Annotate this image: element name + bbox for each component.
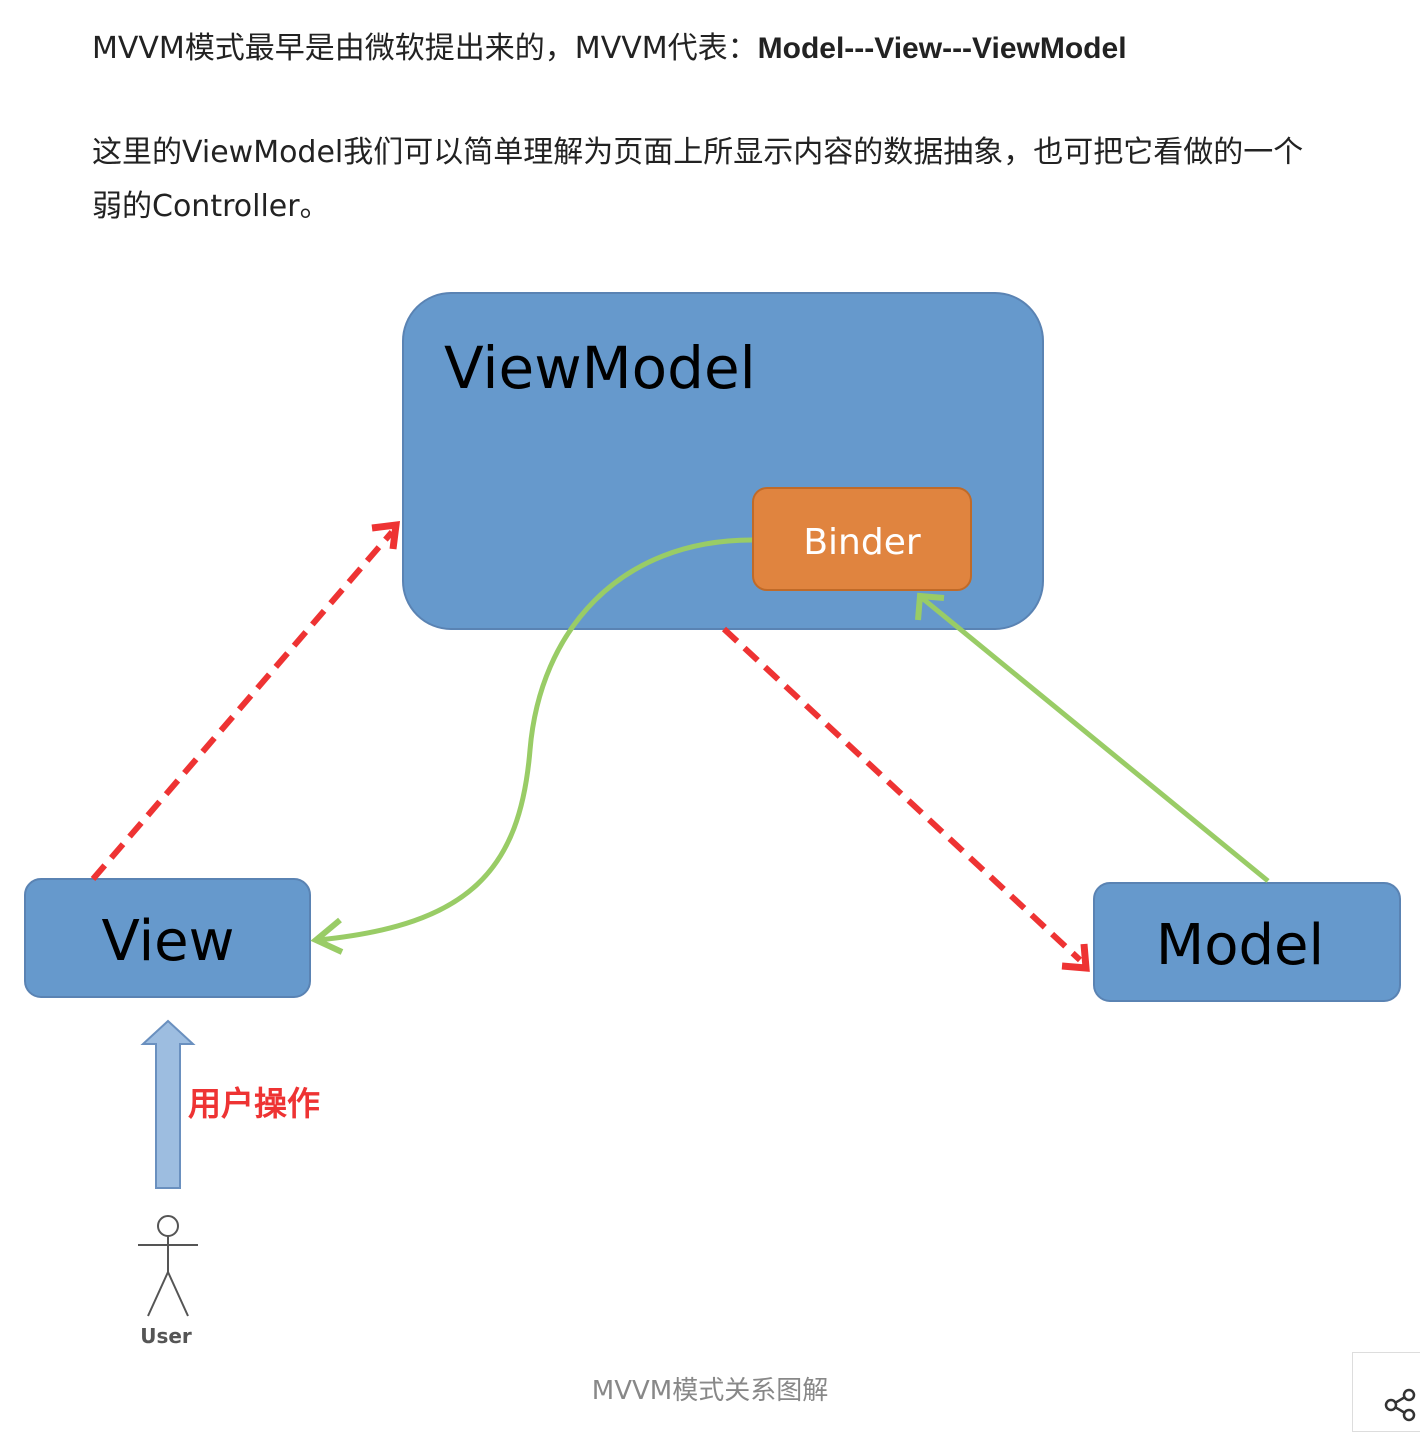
viewmodel-paragraph: 这里的ViewModel我们可以简单理解为页面上所显示内容的数据抽象，也可把它看…	[92, 135, 1304, 224]
user-label: User	[140, 1324, 192, 1348]
model-box	[1093, 882, 1401, 1002]
model-to-binder-arrowhead	[915, 592, 945, 621]
intro-paragraph: MVVM模式最早是由微软提出来的，MVVM代表：Model---View---V…	[92, 22, 1332, 76]
model-to-binder-arrow	[920, 596, 1270, 883]
mvvm-diagram: ViewModel Binder View Model 用户操作 User	[24, 292, 1401, 1348]
viewmodel-to-model-arrow	[721, 626, 1083, 963]
intro-text: MVVM模式最早是由微软提出来的，MVVM代表：	[92, 31, 758, 66]
binder-to-view-arrow	[317, 537, 753, 943]
view-box	[24, 878, 311, 998]
viewmodel-label: ViewModel	[444, 334, 756, 402]
share-icon	[1384, 1388, 1416, 1422]
view-label: View	[102, 909, 235, 974]
user-action-arrow	[140, 1019, 196, 1189]
view-to-viewmodel-arrowhead	[371, 520, 401, 550]
intro-bold-text: Model---View---ViewModel	[757, 32, 1127, 65]
view-to-viewmodel-arrow	[90, 530, 395, 881]
viewmodel-to-model-arrowhead	[1061, 943, 1090, 972]
share-button[interactable]	[1352, 1352, 1420, 1432]
figure-caption: MVVM模式关系图解	[591, 1376, 829, 1406]
user-action-label: 用户操作	[188, 1084, 320, 1123]
model-label: Model	[1156, 913, 1324, 978]
binder-box	[752, 487, 972, 591]
user-figure-icon	[138, 1215, 198, 1317]
binder-to-view-arrowhead	[310, 917, 344, 955]
binder-label: Binder	[803, 522, 921, 563]
